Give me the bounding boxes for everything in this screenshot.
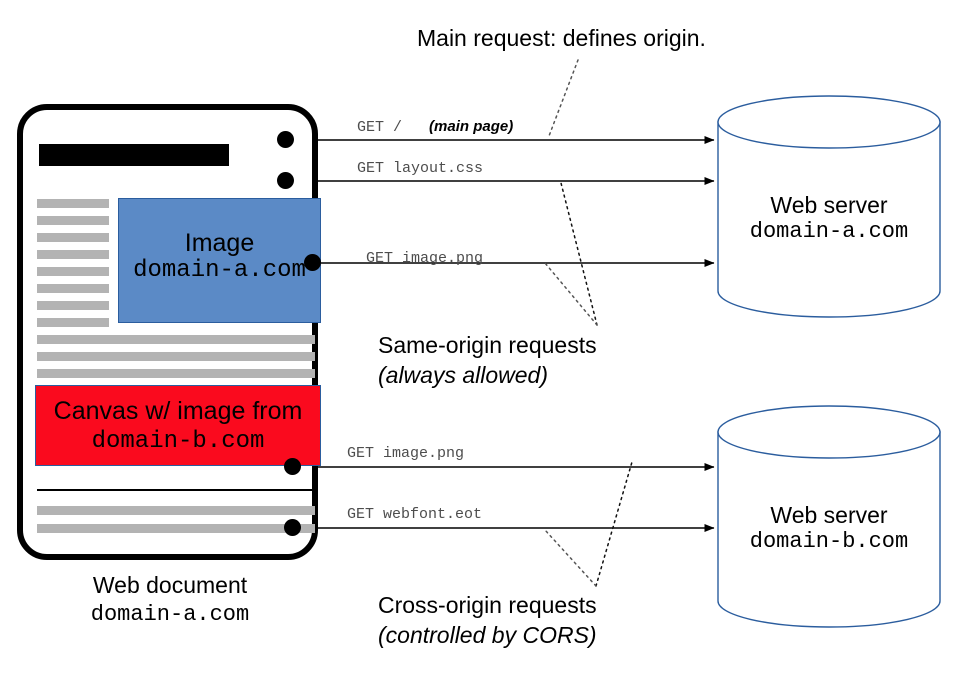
request-origin-dot-main: [277, 131, 294, 148]
text-line: [37, 199, 109, 208]
text-line: [37, 250, 109, 259]
text-line: [37, 318, 109, 327]
document-separator: [37, 489, 315, 491]
text-line: [37, 506, 315, 515]
annotation-main-request: Main request: defines origin.: [417, 25, 706, 51]
text-line: [37, 301, 109, 310]
text-line: [37, 284, 109, 293]
leader-line-same-origin: [544, 182, 598, 326]
web-document-frame: [17, 104, 318, 560]
image-block-domain-a: Image domain-a.com: [118, 198, 321, 323]
request-origin-dot-layout-css: [277, 172, 294, 189]
canvas-block-label: Canvas w/ image from: [53, 397, 303, 425]
request-origin-dot-image-png-a: [304, 254, 321, 271]
server-label-domain-a: domain-a.com: [749, 219, 909, 244]
server-cylinder-domain-a: [717, 95, 941, 318]
annotation-same-origin-title: Same-origin requests: [378, 332, 597, 358]
request-origin-dot-image-png-b: [284, 458, 301, 475]
server-cylinder-domain-b: [717, 405, 941, 628]
text-line: [37, 335, 315, 344]
text-line: [37, 233, 109, 242]
document-caption-name: Web document: [92, 572, 248, 598]
request-label-main: GET / (main page): [357, 118, 513, 136]
request-label-layout-css: GET layout.css: [357, 160, 484, 177]
document-caption-domain: domain-a.com: [90, 602, 250, 627]
text-line: [37, 267, 109, 276]
server-label-domain-b: domain-b.com: [749, 529, 909, 554]
image-block-label: Image: [184, 229, 255, 257]
leader-line-main-request: [548, 59, 579, 137]
text-line: [37, 369, 315, 378]
image-block-domain: domain-a.com: [133, 257, 306, 284]
server-label-name-a: Web server: [770, 192, 888, 218]
server-label-name-b: Web server: [770, 502, 888, 528]
document-header-bar: [39, 144, 229, 166]
leader-line-cross-origin: [544, 461, 633, 587]
canvas-block-domain: domain-b.com: [91, 428, 265, 455]
annotation-cross-origin-subtitle: (controlled by CORS): [378, 622, 597, 648]
request-label-image-png-a: GET image.png: [366, 250, 484, 267]
web-document-content: Image domain-a.com Canvas w/ image from …: [17, 104, 321, 560]
annotation-cross-origin-title: Cross-origin requests: [378, 592, 597, 618]
request-method-path: GET /: [357, 119, 403, 136]
text-line: [37, 352, 315, 361]
annotation-same-origin-subtitle: (always allowed): [378, 362, 549, 388]
request-label-image-png-b: GET image.png: [347, 445, 465, 462]
canvas-block-domain-b: Canvas w/ image from domain-b.com: [35, 385, 321, 466]
text-line: [37, 524, 315, 533]
text-line: [37, 216, 109, 225]
request-origin-dot-webfont: [284, 519, 301, 536]
request-label-webfont-eot: GET webfont.eot: [347, 506, 483, 523]
request-note: (main page): [429, 118, 514, 135]
